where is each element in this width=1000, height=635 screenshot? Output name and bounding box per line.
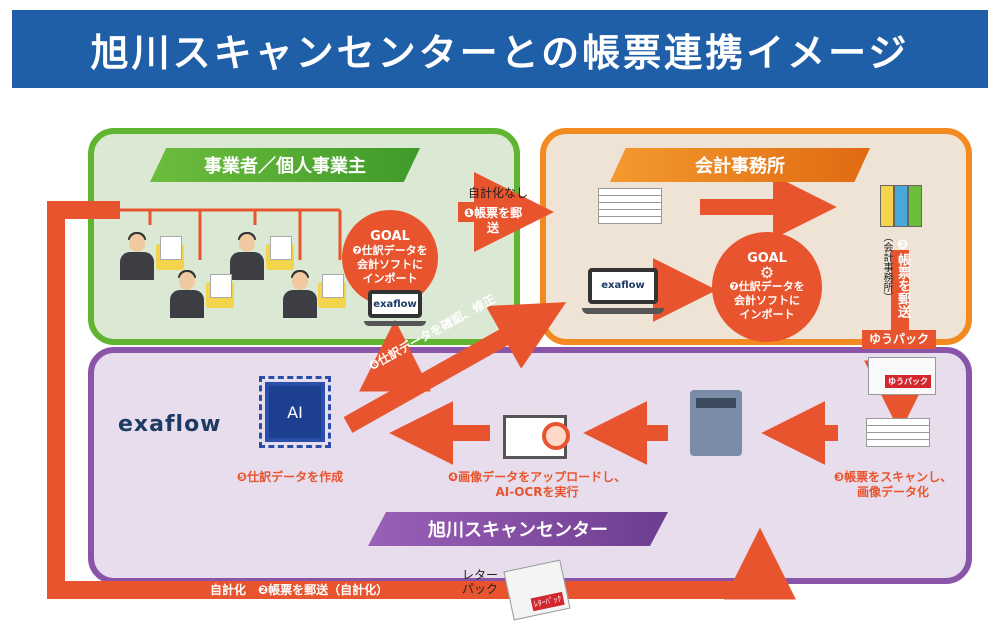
- yupack-label: ゆうパック: [862, 330, 936, 349]
- laptop-icon: exaflow: [363, 290, 427, 326]
- step4-line2: AI-OCRを実行: [495, 485, 579, 499]
- package-icon: ゆうパック: [868, 357, 936, 395]
- step2-sub-label: （会計事務所）: [881, 232, 892, 302]
- step4-line1: ❹画像データをアップロードし、: [447, 470, 627, 484]
- bottom-auto-label: 自計化 ❷帳票を郵送（自計化）: [210, 583, 389, 597]
- folder-icon: [266, 236, 294, 270]
- step3-line1: ❸帳票をスキャンし、: [833, 470, 953, 484]
- letterpack-label: レター パック: [455, 568, 505, 596]
- business-banner: 事業者／個人事業主: [150, 148, 420, 182]
- gear-icon: ⚙: [759, 263, 775, 282]
- ocr-monitor-icon: [503, 415, 570, 459]
- accounting-banner: 会計事務所: [610, 148, 870, 182]
- goal-line: 会計ソフトに: [734, 294, 800, 307]
- yupack-tag: ゆうパック: [885, 375, 931, 388]
- scan-center-banner: 旭川スキャンセンター: [368, 512, 668, 546]
- person-icon: [283, 270, 317, 318]
- ai-chip-icon: AI: [259, 376, 331, 448]
- step5-label: ❺仕訳データを作成: [236, 470, 344, 484]
- goal-label: GOAL: [747, 251, 787, 266]
- scanner-icon: [690, 390, 742, 456]
- mail-step1-label: ❶帳票を郵送: [463, 206, 523, 235]
- title-bar: 旭川スキャンセンターとの帳票連携イメージ: [12, 10, 988, 88]
- goal-line: インポート: [739, 308, 795, 321]
- person-icon: [120, 232, 154, 280]
- check-fix-arrow: [343, 302, 567, 433]
- loop-arrow: [47, 201, 796, 600]
- goal-line: ❼仕訳データを: [729, 280, 805, 293]
- exaflow-logo: exaflow: [118, 412, 222, 437]
- binder-icon: [880, 185, 922, 227]
- goal-label: GOAL: [370, 229, 410, 244]
- person-icon: [230, 232, 264, 280]
- document-stack-icon: [598, 188, 662, 224]
- letterpack-tag: ﾚﾀｰﾊﾟｯｸ: [530, 591, 565, 612]
- goal-line: インポート: [362, 272, 418, 285]
- letterpack-line2: パック: [461, 582, 498, 596]
- laptop-icon: exaflow: [582, 268, 664, 314]
- tree-lines: [120, 208, 342, 260]
- step3-line2: 画像データ化: [856, 485, 929, 499]
- person-icon: [170, 270, 204, 318]
- document-stack-icon: [866, 418, 930, 454]
- laptop-screen: exaflow: [368, 290, 422, 319]
- goal-badge-accounting: GOAL ⚙ ❼仕訳データを 会計ソフトに インポート: [712, 232, 822, 342]
- no-auto-line1: 自計化なし: [467, 186, 528, 200]
- laptop-screen: exaflow: [588, 268, 658, 304]
- folder-icon: [318, 274, 346, 308]
- step2-label: ❷帳票を郵送: [895, 238, 910, 318]
- page-title: 旭川スキャンセンターとの帳票連携イメージ: [90, 30, 910, 75]
- magnifier-icon: [542, 422, 570, 450]
- goal-line: ❼仕訳データを: [352, 244, 428, 257]
- folder-icon: [206, 274, 234, 308]
- goal-line: 会計ソフトに: [357, 258, 423, 271]
- folder-icon: [156, 236, 184, 270]
- goal-badge-business: GOAL ❼仕訳データを 会計ソフトに インポート: [342, 210, 438, 306]
- letterpack-line1: レター: [461, 568, 498, 582]
- step3-label: ❸帳票をスキャンし、 画像データ化: [818, 470, 968, 500]
- step4-label: ❹画像データをアップロードし、 AI-OCRを実行: [432, 470, 642, 500]
- no-auto-label: 自計化なし: [458, 186, 538, 201]
